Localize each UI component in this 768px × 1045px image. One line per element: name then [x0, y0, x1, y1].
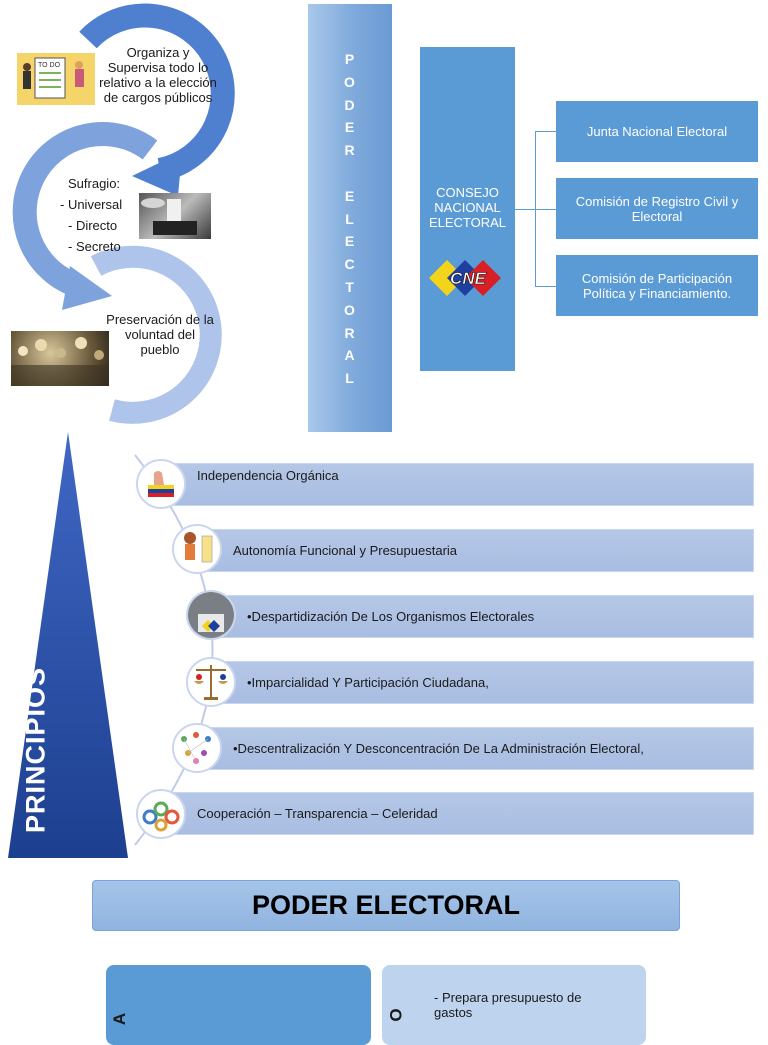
principio-label: •Imparcialidad Y Participación Ciudadana… [247, 675, 489, 690]
principios-triangle [8, 432, 128, 858]
principio-bar-autonomia: Autonomía Funcional y Presupuestaria [198, 529, 754, 572]
title-letter: O [344, 301, 356, 318]
ballot-box-icon [186, 590, 236, 640]
todo-label: TO DO [38, 62, 61, 69]
principio-label: Cooperación – Transparencia – Celeridad [197, 806, 438, 821]
title-letter: O [344, 73, 356, 90]
poder-electoral-banner: PODER ELECTORAL [92, 880, 680, 931]
principio-bar-descentralizacion: •Descentralización Y Desconcentración De… [198, 727, 754, 770]
people-network-icon [172, 723, 222, 773]
bottom-right-item: - Prepara presupuesto de gastos [434, 990, 582, 1020]
principio-bar-independencia: Independencia Orgánica [160, 463, 754, 506]
scales-icon [186, 657, 236, 707]
title-letter: C [344, 256, 356, 273]
principio-label: •Despartidización De Los Organismos Elec… [247, 609, 535, 624]
sub-box-registro: Comisión de Registro Civil y Electoral [556, 178, 758, 239]
title-letter: R [344, 324, 356, 341]
connector-line [535, 131, 556, 132]
cne-logo-text: CNE [450, 269, 487, 288]
principio-bar-despartidizacion: •Despartidización De Los Organismos Elec… [212, 595, 754, 638]
title-letter: P [344, 51, 356, 67]
cne-label: CONSEJO NACIONAL ELECTORAL [428, 185, 507, 230]
title-letter: T [345, 278, 355, 295]
sub-box-participacion: Comisión de Participación Política y Fin… [556, 255, 758, 316]
todo-illustration: TO DO [17, 53, 95, 105]
cne-box: CONSEJO NACIONAL ELECTORAL [420, 47, 515, 371]
vertical-heading-letter: O [386, 1008, 406, 1022]
cycle-step-sufragio: Sufragio: - Universal - Directo - Secret… [60, 176, 150, 254]
principio-bar-imparcialidad: •Imparcialidad Y Participación Ciudadana… [212, 661, 754, 704]
flag-hand-icon [136, 459, 186, 509]
bottom-left-card: A [106, 965, 371, 1045]
principio-bar-cooperacion: Cooperación – Transparencia – Celeridad [160, 792, 754, 835]
principios-arc [134, 454, 214, 846]
cne-logo: CNE [425, 252, 511, 304]
title-letter: R [344, 142, 356, 159]
title-letter: L [345, 210, 355, 227]
connector-line [535, 209, 556, 210]
crowd-photo [11, 331, 109, 386]
principio-label: Autonomía Funcional y Presupuestaria [233, 543, 458, 558]
sufragio-item: - Directo [68, 218, 118, 233]
woman-checklist-icon [172, 524, 222, 574]
sufragio-item: - Universal [60, 197, 123, 212]
poder-electoral-vertical-title: P O D E R E L E C T O R A L [308, 4, 392, 432]
sufragio-item: - Secreto [68, 239, 121, 254]
bottom-right-card: O - Prepara presupuesto de gastos [382, 965, 646, 1045]
title-letter: L [345, 370, 355, 387]
title-letter: D [344, 96, 356, 113]
vertical-heading-letter: A [110, 1012, 130, 1026]
principios-label: PRINCIPIOS [20, 666, 51, 834]
cycle-step-organiza: Organiza y Supervisa todo lo relativo a … [99, 45, 217, 105]
connector-line [535, 286, 556, 287]
title-letter: E [344, 119, 356, 136]
title-letter: E [344, 187, 356, 204]
connector-line [515, 209, 535, 210]
title-letter: A [344, 347, 356, 364]
principio-label: Independencia Orgánica [197, 468, 339, 483]
cycle-step-preservacion: Preservación de la voluntad del pueblo [106, 312, 214, 357]
sub-box-junta: Junta Nacional Electoral [556, 101, 758, 162]
cycle-diagram [12, 3, 235, 424]
principio-label: •Descentralización Y Desconcentración De… [233, 741, 644, 756]
ballot-photo [139, 193, 211, 239]
sufragio-title: Sufragio: [68, 176, 121, 191]
title-letter: E [344, 233, 356, 250]
gears-icon [136, 789, 186, 839]
